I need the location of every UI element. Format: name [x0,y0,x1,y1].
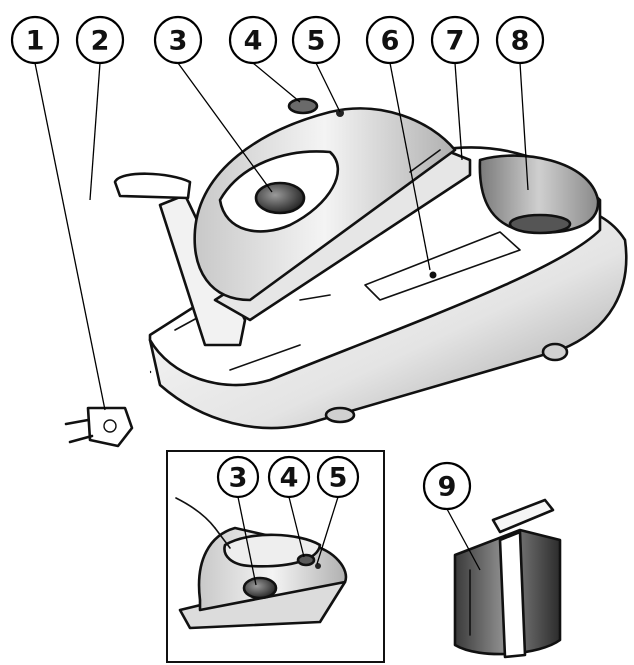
callout-3-label: 3 [169,26,188,57]
water-tank [453,498,562,659]
leader-lines [34,62,529,586]
callout-5: 5 [291,15,341,65]
callout-1-label: 1 [26,26,45,57]
callouts-main: 1 2 3 4 5 6 7 8 [10,15,545,65]
callout-9-label: 9 [438,472,457,503]
callout-5-label: 5 [307,26,326,57]
inset-callout-4-label: 4 [280,463,299,494]
inset-callout-5-label: 5 [329,463,348,494]
callout-6: 6 [365,15,415,65]
inset-callout-5: 5 [316,455,360,499]
callout-8-label: 8 [511,26,530,57]
callout-2-label: 2 [91,26,110,57]
callout-1: 1 [10,15,60,65]
callout-9: 9 [422,461,472,511]
callout-8: 8 [495,15,545,65]
callout-7-label: 7 [446,26,465,57]
callout-2: 2 [75,15,125,65]
callout-7: 7 [430,15,480,65]
steam-iron [193,97,472,322]
callout-4-label: 4 [244,26,263,57]
inset-callout-3: 3 [216,455,260,499]
inset-callout-4: 4 [267,455,311,499]
callout-4: 4 [228,15,278,65]
power-plug [64,406,134,448]
inset-callout-3-label: 3 [229,463,248,494]
callout-6-label: 6 [381,26,400,57]
callouts-inset: 3 4 5 [216,455,360,499]
callout-3: 3 [153,15,203,65]
